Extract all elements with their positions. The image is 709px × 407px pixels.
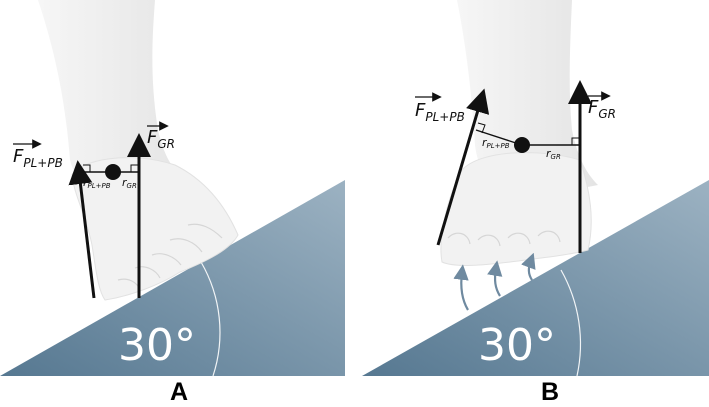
lever-gr-label: rGR — [122, 176, 137, 190]
svg-text:FGR: FGR — [588, 97, 616, 121]
lever-pl-pb-label: rPL+PB — [83, 176, 111, 190]
panel-label-b: B — [541, 378, 560, 406]
right-angle-mark — [571, 137, 580, 145]
pressure-arrows — [453, 252, 536, 311]
foot — [71, 157, 239, 301]
force-gr-label: FGR — [588, 91, 616, 121]
angle-label: 30° — [478, 320, 556, 371]
toes — [447, 230, 561, 247]
force-pl-pb-label: FPL+PB — [13, 139, 63, 170]
lever-gr-label: rGR — [546, 147, 561, 161]
force-pl-pb-label: FPL+PB — [415, 92, 465, 124]
ankle-joint-axis — [514, 137, 530, 153]
panel-label-a: A — [170, 378, 189, 406]
right-angle-mark — [83, 164, 91, 172]
force-gr-label: FGR — [147, 121, 175, 151]
lever-pl-pb-label: rPL+PB — [482, 136, 510, 150]
incline-slope — [0, 180, 345, 376]
lever-arm-pl-pb — [475, 129, 523, 146]
incline-slope — [362, 180, 709, 376]
right-angle-mark — [477, 122, 486, 134]
angle-label: 30° — [118, 320, 196, 371]
leg — [457, 0, 598, 200]
foot — [440, 152, 592, 266]
panel-b: rPL+PB rGR FPL+PB FGR 30° — [362, 0, 709, 377]
angle-arc — [200, 261, 221, 377]
ankle-joint-axis — [105, 164, 121, 180]
panel-a: rPL+PB rGR FPL+PB FGR 30° — [0, 0, 345, 377]
right-angle-mark — [130, 164, 139, 172]
svg-text:FGR: FGR — [147, 127, 175, 151]
svg-text:FPL+PB: FPL+PB — [415, 100, 465, 124]
force-pl-pb-arrow — [68, 160, 96, 299]
angle-arc — [560, 269, 582, 377]
force-pl-pb-arrow — [436, 88, 490, 246]
svg-text:FPL+PB: FPL+PB — [13, 146, 63, 170]
leg — [38, 0, 195, 200]
